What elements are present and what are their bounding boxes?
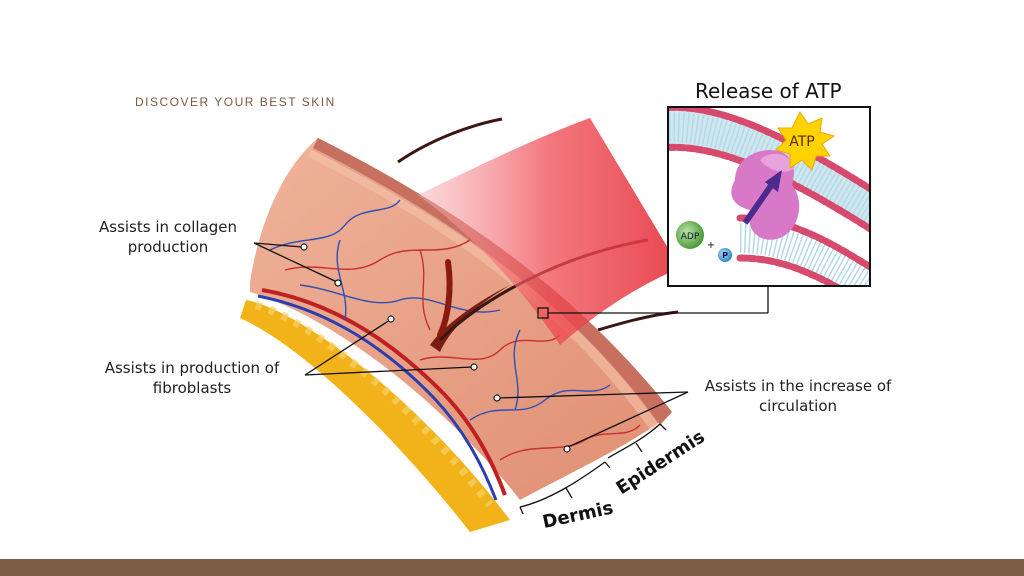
callout-lines [253, 242, 769, 449]
phosphate-molecule [718, 248, 732, 262]
label-collagen: Assists in collagen production [99, 218, 237, 256]
zoom-marker [537, 307, 549, 319]
layer-brackets [519, 423, 667, 515]
plus-label: + [707, 240, 715, 251]
adp-molecule [676, 221, 704, 249]
blood-vessels [257, 199, 641, 501]
atp-burst-icon [775, 111, 836, 171]
hair-strand [397, 117, 503, 164]
adp-label: ADP [681, 232, 700, 242]
fat-layer [240, 300, 510, 532]
atp-label: ATP [789, 134, 814, 150]
hair-strand [597, 310, 679, 332]
cell-membrane: ADP P + ATP [669, 108, 869, 285]
phosphate-label: P [722, 251, 728, 260]
callout-dots [300, 243, 571, 453]
light-beam [418, 118, 680, 345]
label-fibroblasts: Assists in production of fibroblasts [104, 359, 280, 397]
inset-title: Release of ATP [695, 79, 842, 103]
hair-follicle [430, 285, 510, 352]
brand-tagline: DISCOVER YOUR BEST SKIN [135, 95, 336, 109]
label-circulation: Assists in the increase of circulation [704, 377, 892, 415]
footer-bar [0, 559, 1024, 576]
